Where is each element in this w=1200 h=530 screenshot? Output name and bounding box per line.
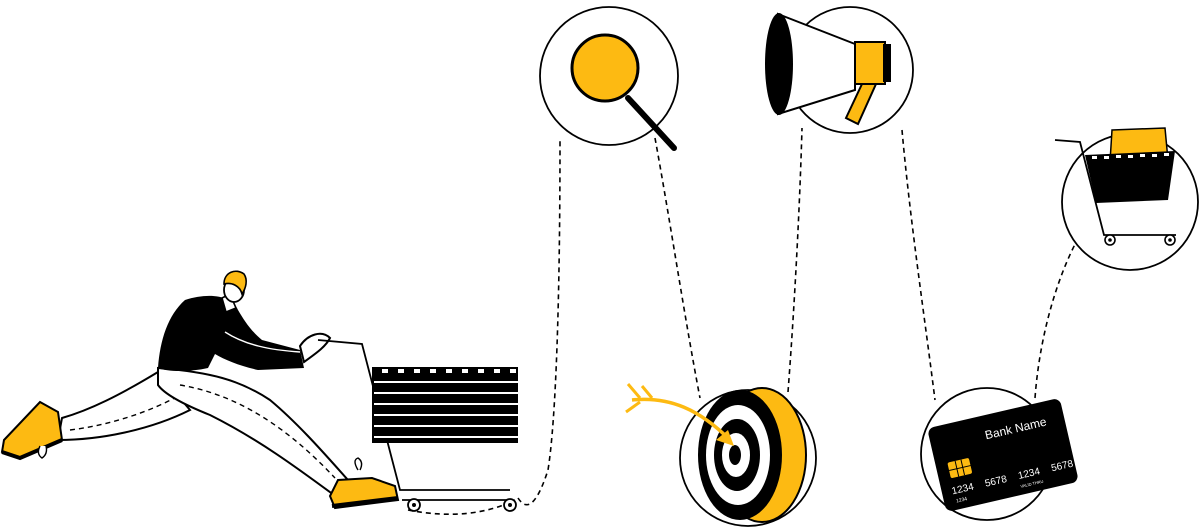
back-leg-seam: [69, 394, 181, 431]
card-number-1: 1234: [951, 481, 976, 497]
magnifier-handle: [625, 95, 677, 151]
magnifier-icon: [539, 6, 679, 151]
megaphone-cap-end: [883, 44, 891, 82]
connector-cart-base: [407, 499, 516, 516]
shopping-cart: [317, 339, 518, 512]
arrow-fletch-3: [640, 385, 654, 399]
card-number-2: 5678: [984, 474, 1009, 490]
arrow-fletch-1: [626, 383, 642, 399]
cart-basket-grid: [374, 369, 518, 438]
card-chip-lines: [948, 459, 971, 477]
connector-cart-to-search: [517, 139, 561, 506]
cart-icon-basket-notches: [1092, 153, 1169, 159]
card-number-3: 1234: [1017, 466, 1042, 482]
hair: [223, 270, 247, 296]
cart-icon-wheel-left-hub: [1108, 238, 1112, 242]
arm-line: [224, 331, 301, 353]
arrow-head: [716, 430, 734, 446]
dashed-connectors: [407, 127, 1081, 516]
hand: [298, 332, 332, 364]
megaphone-icon: [765, 6, 914, 134]
megaphone-cap: [854, 41, 886, 85]
front-leg-seam: [179, 384, 336, 479]
target-icon: [679, 387, 817, 527]
card-body: [928, 399, 1078, 511]
cart-wheel-left-hub: [412, 503, 416, 507]
megaphone-mouth: [765, 13, 793, 115]
cart-icon-basket: [1085, 151, 1175, 203]
front-shoe-lace: [354, 457, 363, 471]
arrow-icon: [625, 383, 734, 446]
front-shoe-sole: [331, 496, 399, 508]
target-bullseye: [729, 445, 741, 465]
back-shoe-lace: [37, 445, 48, 459]
connector-target-to-megaphone: [787, 127, 803, 393]
credit-card-icon: Bank Name 1234 5678 1234 5678 1234 VALID…: [920, 387, 1078, 521]
cart-icon-handle: [1054, 139, 1176, 236]
back-shoe: [0, 400, 64, 460]
arrow-fletch-2: [625, 400, 641, 414]
shopper-figure: [0, 270, 400, 510]
back-shoe-sole: [1, 438, 63, 461]
connector-search-to-target: [654, 137, 701, 399]
cart-icon: [1054, 127, 1199, 271]
torso: [158, 295, 304, 371]
megaphone-handle: [844, 83, 878, 126]
cart-wheel-right-hub: [508, 503, 512, 507]
arrow-shaft: [631, 397, 732, 442]
front-leg: [157, 366, 350, 500]
card-valid-thru: VALID THRU: [1020, 479, 1044, 489]
magnifier-lens: [570, 33, 640, 103]
connector-megaphone-to-card: [901, 129, 936, 401]
cart-icon-wheel-right-hub: [1168, 238, 1172, 242]
connector-card-to-cart: [1034, 234, 1081, 399]
card-small-number: 1234: [956, 496, 968, 504]
card-number-4: 5678: [1050, 459, 1075, 475]
